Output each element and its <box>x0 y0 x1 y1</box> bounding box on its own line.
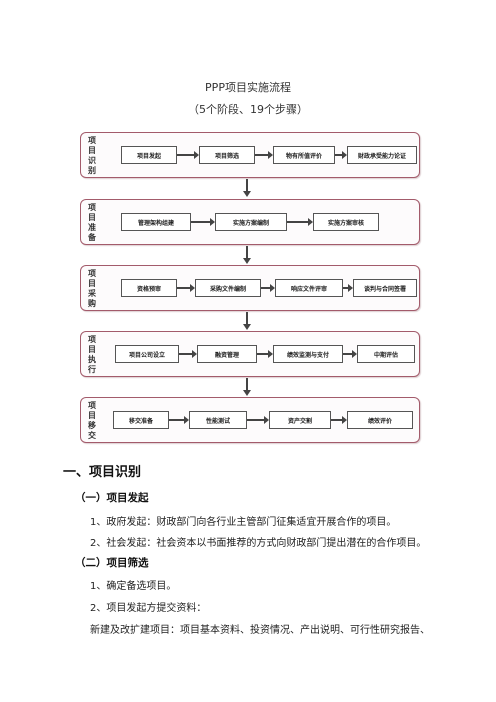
stage-identification: 项目识别 项目发起 项目筛选 物有所值评价 财政承受能力论证 <box>80 132 420 178</box>
arrow-right <box>335 151 347 159</box>
arrow-down <box>243 312 251 330</box>
document-subtitle: （5个阶段、19个步骤） <box>188 103 308 116</box>
arrow-right <box>343 350 357 358</box>
stage-label: 项目移交 <box>88 401 96 440</box>
step-box: 物有所值评价 <box>273 146 335 164</box>
document-title: PPP项目实施流程 <box>205 81 291 94</box>
arrow-down <box>243 246 251 264</box>
step-box: 绩效监测与支付 <box>273 345 343 363</box>
step-box: 绩效评价 <box>347 411 413 429</box>
paragraph: 2、社会发起：社会资本以书面推荐的方式向财政部门提出潜在的合作项目。 <box>90 538 427 549</box>
arrow-right <box>169 416 189 424</box>
arrow-right <box>257 350 273 358</box>
step-box: 谈判与合同签署 <box>353 279 417 297</box>
step-box: 采购文件编制 <box>195 279 261 297</box>
arrow-right <box>287 218 313 226</box>
step-box: 融资管理 <box>197 345 257 363</box>
step-box: 项目发起 <box>121 146 177 164</box>
step-box: 资格预审 <box>121 279 177 297</box>
arrow-right <box>177 284 195 292</box>
step-box: 移交准备 <box>113 411 169 429</box>
section-heading: 一、项目识别 <box>63 465 142 480</box>
arrow-right <box>261 284 275 292</box>
process-flowchart: 项目识别 项目发起 项目筛选 物有所值评价 财政承受能力论证 项目准备 管理架构… <box>80 128 420 444</box>
stage-label: 项目采购 <box>88 269 96 308</box>
arrow-right <box>177 151 199 159</box>
arrow-down <box>243 378 251 396</box>
paragraph: 1、政府发起：财政部门向各行业主管部门征集适宜开展合作的项目。 <box>90 517 397 528</box>
arrow-right <box>343 284 353 292</box>
stage-execution: 项目执行 项目公司设立 融资管理 绩效监测与支付 中期评估 <box>80 331 420 377</box>
step-box: 财政承受能力论证 <box>347 146 417 164</box>
arrow-right <box>247 416 269 424</box>
step-box: 实施方案审核 <box>313 213 379 231</box>
paragraph: 新建及改扩建项目：项目基本资料、投资情况、产出说明、可行性研究报告、 <box>90 625 430 636</box>
stage-procurement: 项目采购 资格预审 采购文件编制 响应文件评审 谈判与合同签署 <box>80 265 420 311</box>
step-box: 性能测试 <box>189 411 247 429</box>
stage-label: 项目识别 <box>88 136 96 175</box>
step-box: 实施方案编制 <box>215 213 287 231</box>
stage-handover: 项目移交 移交准备 性能测试 资产交割 绩效评价 <box>80 397 420 443</box>
arrow-right <box>191 218 215 226</box>
subsection-heading: （一）项目发起 <box>75 492 149 504</box>
step-box: 响应文件评审 <box>275 279 343 297</box>
step-box: 管理架构组建 <box>121 213 191 231</box>
subsection-heading: （二）项目筛选 <box>75 557 149 569</box>
arrow-right <box>331 416 347 424</box>
paragraph: 1、确定备选项目。 <box>90 581 177 592</box>
stage-preparation: 项目准备 管理架构组建 实施方案编制 实施方案审核 <box>80 199 420 245</box>
arrow-right <box>255 151 273 159</box>
step-box: 中期评估 <box>357 345 415 363</box>
step-box: 项目公司设立 <box>115 345 179 363</box>
stage-label: 项目准备 <box>88 203 96 242</box>
step-box: 资产交割 <box>269 411 331 429</box>
arrow-down <box>243 179 251 197</box>
paragraph: 2、项目发起方提交资料： <box>90 603 207 614</box>
arrow-right <box>179 350 197 358</box>
stage-label: 项目执行 <box>88 335 96 374</box>
step-box: 项目筛选 <box>199 146 255 164</box>
